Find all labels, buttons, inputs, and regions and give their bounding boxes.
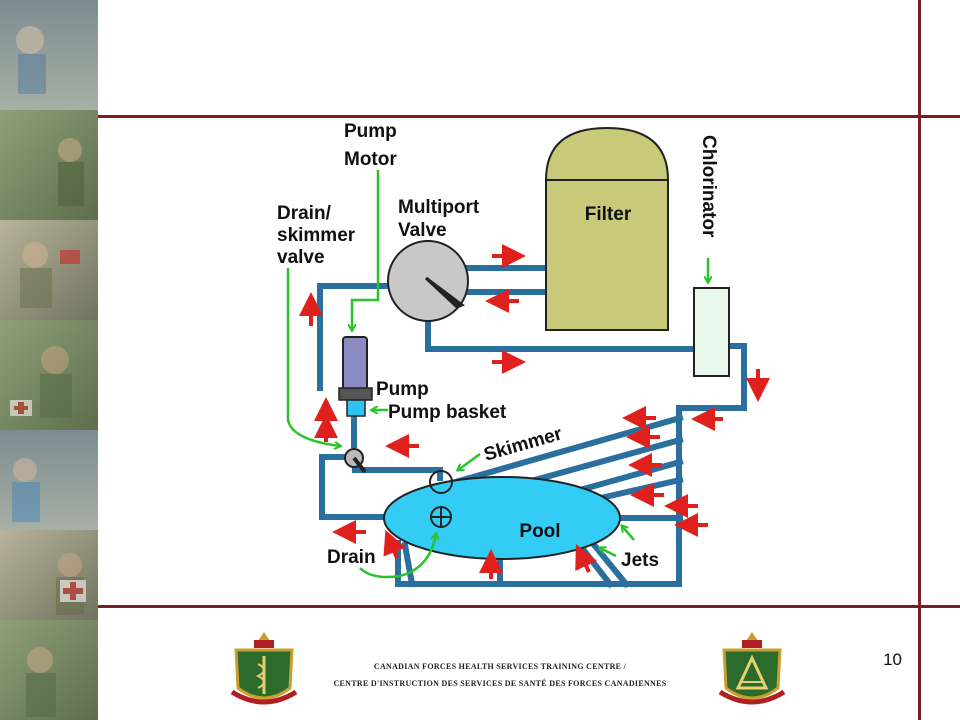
flow-arrows <box>299 244 770 579</box>
drain-pointer <box>359 534 436 579</box>
jets-pointer-upper <box>622 526 635 541</box>
jets-pointer-lower <box>600 548 617 558</box>
multiport-valve <box>387 240 469 322</box>
footer-title-french: CENTRE D'INSTRUCTION DES SERVICES DE SAN… <box>333 679 667 688</box>
page-number: 10 <box>883 650 902 669</box>
label-pointers <box>286 170 708 579</box>
multiport-valve-label: Multiport Valve <box>398 197 485 241</box>
pump-label: Pump <box>376 379 429 400</box>
pump-motor-pointer <box>352 170 380 330</box>
skimmer-label: Skimmer <box>482 423 566 465</box>
flow-arrow <box>383 529 406 559</box>
footer-title-english: CANADIAN FORCES HEALTH SERVICES TRAINING… <box>373 662 627 671</box>
pump <box>338 387 373 401</box>
pool-label: Pool <box>519 521 560 542</box>
pump-motor-label: Pump Motor <box>344 121 402 170</box>
valve-lever-icon <box>352 456 367 474</box>
skimmer-opening-icon <box>429 470 453 494</box>
photo-collage-strip <box>0 0 98 720</box>
flow-arrow <box>575 544 597 573</box>
drain-label: Drain <box>327 547 376 568</box>
chlorinator-label: Chlorinator <box>698 135 719 238</box>
skimmer-pointer <box>458 452 481 470</box>
top-divider <box>98 115 960 118</box>
bottom-divider <box>98 605 960 608</box>
pump-motor <box>342 336 368 390</box>
valve-handle-icon <box>424 276 466 309</box>
pump-basket <box>346 399 366 417</box>
pipes <box>317 265 747 589</box>
filter-tank: Filter <box>545 126 669 331</box>
chlorinator-unit <box>693 287 730 377</box>
pump-assembly <box>338 336 373 417</box>
right-divider <box>918 0 921 720</box>
valve-pointer <box>286 268 340 446</box>
filter-label: Filter <box>585 204 632 225</box>
jets-label: Jets <box>621 550 659 571</box>
pool: Pool <box>383 470 621 560</box>
drain-skimmer-valve <box>344 448 367 474</box>
pump-basket-label: Pump basket <box>388 402 507 423</box>
drain-skimmer-valve-label: Drain/ skimmer valve <box>277 203 360 268</box>
photo-collage <box>0 0 98 720</box>
medical-crest-icon <box>230 632 298 705</box>
training-centre-crest-icon <box>718 632 786 705</box>
